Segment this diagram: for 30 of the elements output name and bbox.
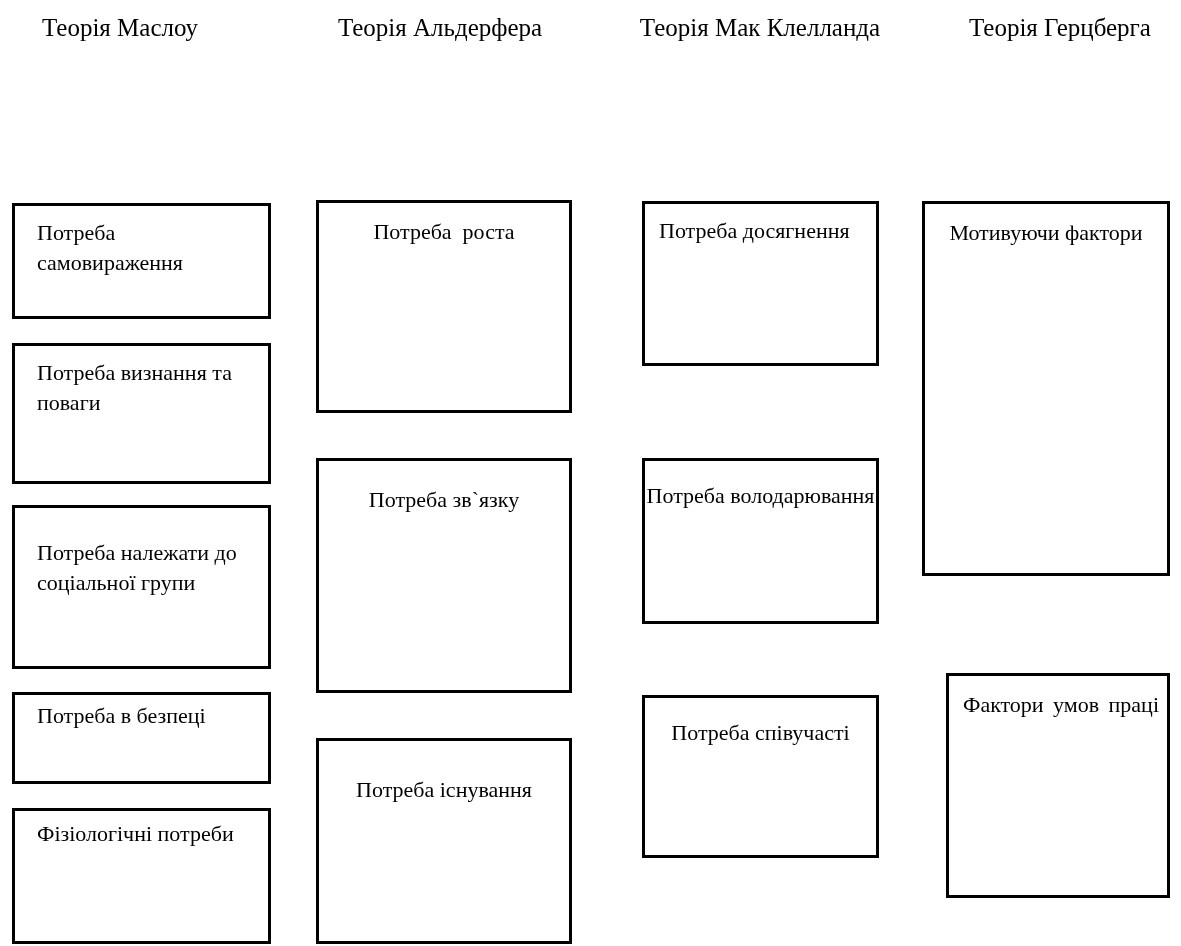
theory-heading: Теорія Герцберга	[968, 13, 1152, 43]
need-label: Потреба в безпеці	[37, 702, 207, 730]
need-label: Потреба зв`язку	[367, 486, 521, 514]
need-label: Потреба самовираження	[37, 219, 184, 277]
need-box	[12, 203, 271, 319]
need-label: Потреба визнання та поваги	[37, 359, 233, 417]
need-box	[922, 201, 1170, 576]
need-box	[12, 343, 271, 484]
theory-heading: Теорія Мак Клелланда	[638, 13, 882, 43]
need-label: Потреба належати до соціальної групи	[37, 539, 238, 597]
need-label: Мотивуючи фактори	[948, 219, 1144, 247]
need-box	[642, 201, 879, 366]
need-label: Потреба співучасті	[670, 719, 851, 747]
theory-heading: Теорія Альдерфера	[336, 13, 544, 43]
need-label: Потреба досягнення	[659, 217, 851, 245]
need-box	[316, 738, 572, 944]
need-label: Потреба володарювання	[645, 482, 876, 510]
need-label: Фактори умов праці	[963, 691, 1159, 719]
need-box	[946, 673, 1170, 898]
need-box	[316, 458, 572, 693]
need-box	[12, 808, 271, 944]
need-box	[642, 695, 879, 858]
need-box	[12, 505, 271, 669]
need-label: Потреба роста	[372, 218, 516, 246]
need-label: Фізіологічні потреби	[37, 820, 235, 848]
need-label: Потреба існування	[355, 776, 533, 804]
need-box	[12, 692, 271, 784]
theory-heading: Теорія Маслоу	[40, 13, 200, 43]
need-box	[642, 458, 879, 624]
need-box	[316, 200, 572, 413]
